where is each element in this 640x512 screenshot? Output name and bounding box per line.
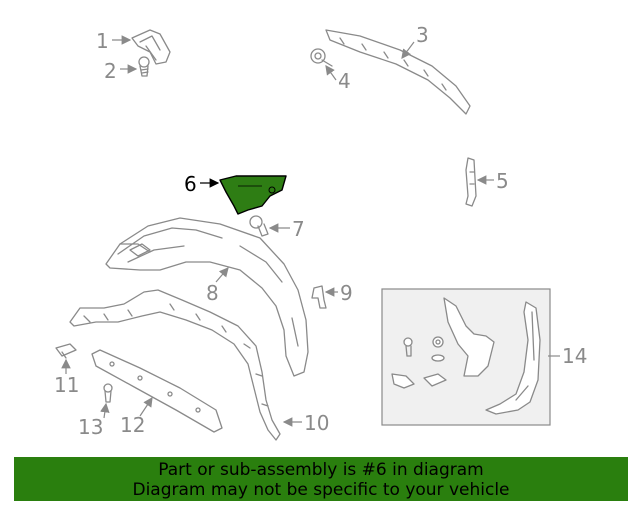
info-banner: Part or sub-assembly is #6 in diagram Di… <box>14 457 628 501</box>
callout-8[interactable]: 8 <box>206 267 229 305</box>
part-13-screw[interactable] <box>103 383 113 403</box>
svg-text:6: 6 <box>184 172 197 196</box>
callout-5[interactable]: 5 <box>476 169 509 193</box>
callout-1[interactable]: 1 <box>96 29 132 53</box>
svg-text:5: 5 <box>496 169 509 193</box>
part-5-bracket[interactable] <box>465 157 477 207</box>
callout-14[interactable]: 14 <box>548 344 587 368</box>
svg-text:2: 2 <box>104 59 117 83</box>
callout-12[interactable]: 12 <box>120 397 153 437</box>
callout-10[interactable]: 10 <box>282 411 329 435</box>
banner-line-part: Part or sub-assembly is #6 in diagram <box>158 460 484 480</box>
svg-text:9: 9 <box>340 281 353 305</box>
banner-line-disclaimer: Diagram may not be specific to your vehi… <box>132 480 510 500</box>
svg-text:12: 12 <box>120 413 145 437</box>
part-7-bolt[interactable] <box>249 215 269 237</box>
svg-text:4: 4 <box>338 69 351 93</box>
part-8-bumper-cover[interactable] <box>105 217 309 377</box>
svg-text:7: 7 <box>292 217 305 241</box>
svg-text:3: 3 <box>416 23 429 47</box>
part-2-screw[interactable] <box>138 56 150 77</box>
part-1-bracket[interactable] <box>131 29 171 65</box>
part-3-trim-strip[interactable] <box>325 29 471 115</box>
part-14-mud-flap-kit[interactable] <box>381 288 551 426</box>
part-10-lower-support[interactable] <box>69 289 281 441</box>
parts-diagram: 1 2 3 4 5 <box>54 23 587 441</box>
callout-4[interactable]: 4 <box>325 65 351 93</box>
callout-13[interactable]: 13 <box>78 402 110 439</box>
callout-7[interactable]: 7 <box>268 217 305 241</box>
part-9-clip[interactable] <box>311 285 327 309</box>
svg-text:8: 8 <box>206 281 219 305</box>
callout-6[interactable]: 6 <box>184 172 220 196</box>
svg-text:13: 13 <box>78 415 103 439</box>
part-11-push-pin[interactable] <box>55 343 77 359</box>
part-12-reinforcement[interactable] <box>91 349 223 433</box>
callout-9[interactable]: 9 <box>324 281 353 305</box>
part-6-highlighted[interactable] <box>219 175 287 215</box>
callout-2[interactable]: 2 <box>104 59 138 83</box>
svg-text:11: 11 <box>54 373 79 397</box>
svg-text:14: 14 <box>562 344 587 368</box>
svg-text:10: 10 <box>304 411 329 435</box>
svg-text:1: 1 <box>96 29 109 53</box>
callout-3[interactable]: 3 <box>401 23 429 59</box>
callout-11[interactable]: 11 <box>54 358 79 397</box>
part-4-clip[interactable] <box>310 48 333 67</box>
